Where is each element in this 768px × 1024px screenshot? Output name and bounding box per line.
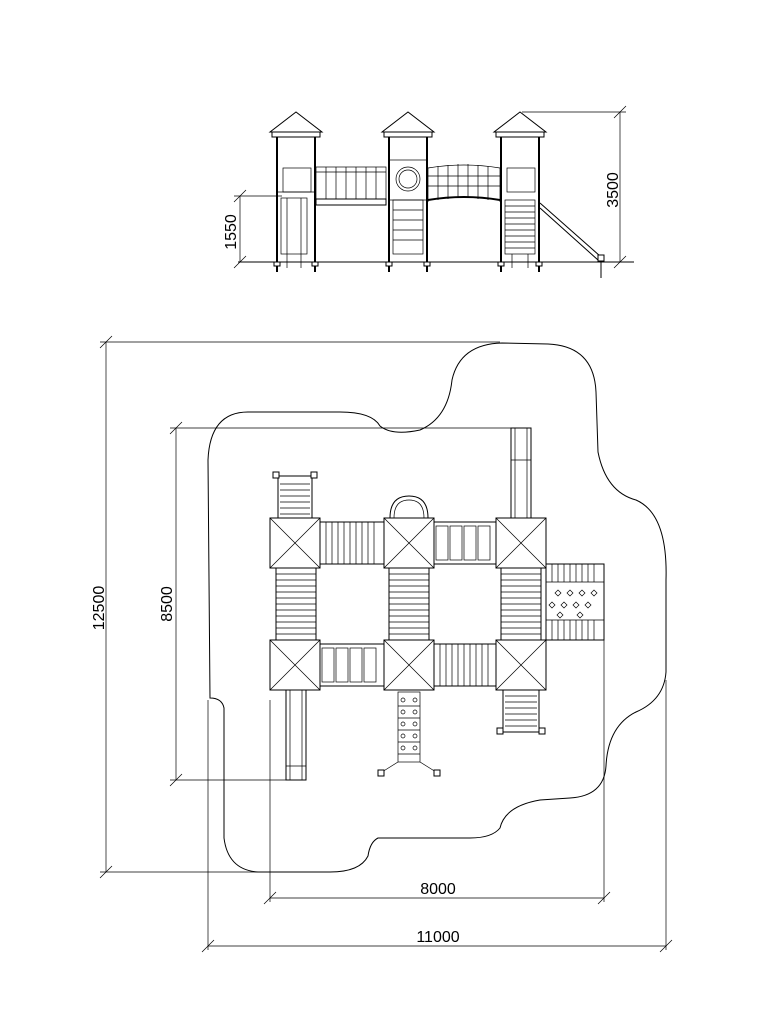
inner-height-label: 8500	[159, 586, 176, 622]
tower-center	[380, 111, 436, 272]
plan-bridge-top-left	[319, 521, 385, 565]
dimension-platform-height: 1550	[223, 189, 282, 269]
dimension-height-total: 3500	[522, 105, 627, 269]
bridge-left	[315, 166, 387, 206]
plan-bridge-vertical-right	[500, 567, 542, 641]
platform-height-label: 1550	[223, 214, 240, 250]
outer-height-label: 12500	[91, 586, 108, 631]
outer-width-label: 11000	[416, 929, 459, 946]
plan-tower-top-right	[495, 517, 547, 569]
plan-bridge-bottom-right	[433, 643, 497, 687]
plan-porthole	[389, 495, 429, 519]
plan-ladder-top-left	[272, 471, 318, 519]
plan-bridge-vertical-center	[388, 567, 430, 641]
bridge-right	[427, 164, 501, 202]
plan-slide-top-right	[510, 427, 532, 519]
plan-tower-top-left	[269, 517, 321, 569]
plan-slide-bottom-left	[285, 689, 307, 781]
dimension-outer-height: 12500	[91, 335, 500, 879]
post-feet	[273, 261, 543, 267]
plan-bridge-vertical-left	[275, 567, 317, 641]
plan-tower-bottom-left	[269, 639, 321, 691]
height-total-label: 3500	[605, 172, 622, 208]
plan-rope-net	[377, 691, 441, 777]
safety-zone-outline	[207, 342, 667, 873]
plan-bridge-bottom-left	[319, 643, 385, 687]
plan-tower-top-center	[383, 517, 435, 569]
dimension-inner-height: 8500	[159, 421, 512, 787]
plan-tower-bottom-center	[383, 639, 435, 691]
tower-left	[268, 111, 324, 272]
inner-width-label: 8000	[420, 881, 456, 898]
tower-right	[492, 111, 605, 278]
dimension-outer-width: 11000	[201, 929, 673, 953]
plan-bridge-top-right	[433, 521, 497, 565]
dimension-inner-width: 8000	[263, 881, 611, 905]
plan-tower-bottom-right	[495, 639, 547, 691]
side-elevation: 3500 1550	[223, 105, 634, 278]
plan-stairs-bottom-right	[496, 689, 546, 735]
plan-climbing-wall	[545, 563, 605, 641]
plan-view: 12500 8500 8000 11000	[91, 335, 673, 953]
